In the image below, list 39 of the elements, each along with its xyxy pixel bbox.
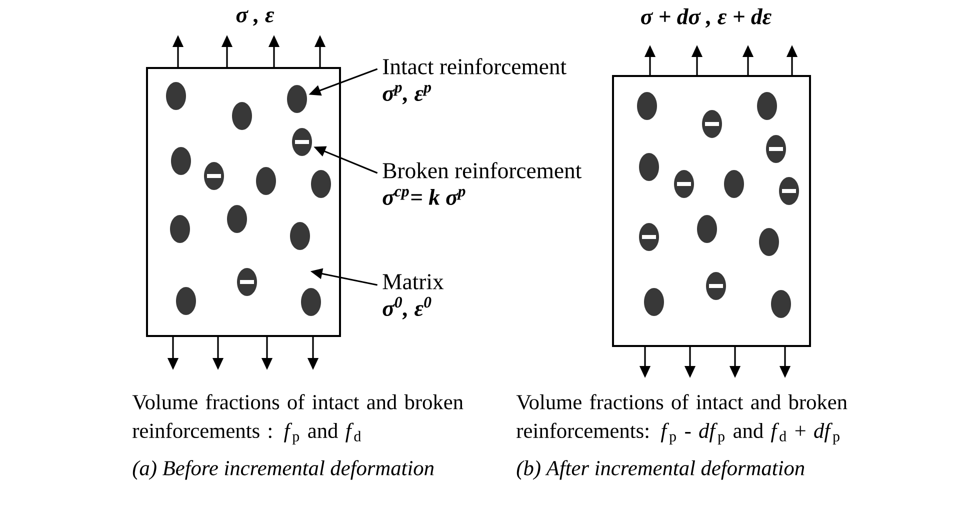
broken-particle: [702, 110, 722, 138]
intact-particle: [227, 205, 247, 233]
broken-particle: [779, 177, 799, 205]
intact-particle: [644, 288, 664, 316]
intact-particle: [170, 215, 190, 243]
intact-particle: [311, 170, 331, 198]
intact-particle: [166, 82, 186, 110]
intact-particle: [171, 147, 191, 175]
intact-particle: [759, 228, 779, 256]
intact-particle: [724, 170, 744, 198]
broken-particle: [639, 223, 659, 251]
stress-label: σ , ε: [236, 10, 274, 26]
panel-caption: (a) Before incremental deformation: [132, 460, 434, 480]
intact-particle: [637, 92, 657, 120]
intact-particle: [697, 215, 717, 243]
intact-particle: [287, 85, 307, 113]
callout-text: Matrix σ$^{0}$, ε$^{0}$: [382, 274, 444, 320]
broken-particle: [706, 272, 726, 300]
specimen-box: [612, 75, 811, 347]
callout-text: Broken reinforcement σ$^{cp}$= k σ$^{p}$: [382, 162, 582, 205]
broken-particle: [292, 128, 312, 156]
intact-particle: [639, 153, 659, 181]
intact-particle: [232, 102, 252, 130]
intact-particle: [176, 287, 196, 315]
broken-particle: [204, 162, 224, 190]
specimen-box: [146, 67, 341, 337]
stress-label: σ + dσ , ε + dε: [641, 8, 772, 28]
panel-caption: (b) After incremental deformation: [516, 460, 804, 480]
intact-particle: [771, 290, 791, 318]
broken-particle: [237, 268, 257, 296]
intact-particle: [256, 167, 276, 195]
callout-text: Intact reinforcement σ$^{p}$, ε$^{p}$: [382, 58, 566, 104]
broken-particle: [766, 135, 786, 163]
intact-particle: [757, 92, 777, 120]
intact-particle: [290, 222, 310, 250]
intact-particle: [301, 288, 321, 316]
description-text: Volume fractions of intact and broken reinforcements: f$_{p}$ - df$_{p}$ and f$_{d}$ + df$_{p}$: [516, 394, 848, 444]
broken-particle: [674, 170, 694, 198]
description-text: Volume fractions of intact and broken reinforcements : f$_{p}$ and f$_{d}$: [132, 394, 464, 444]
